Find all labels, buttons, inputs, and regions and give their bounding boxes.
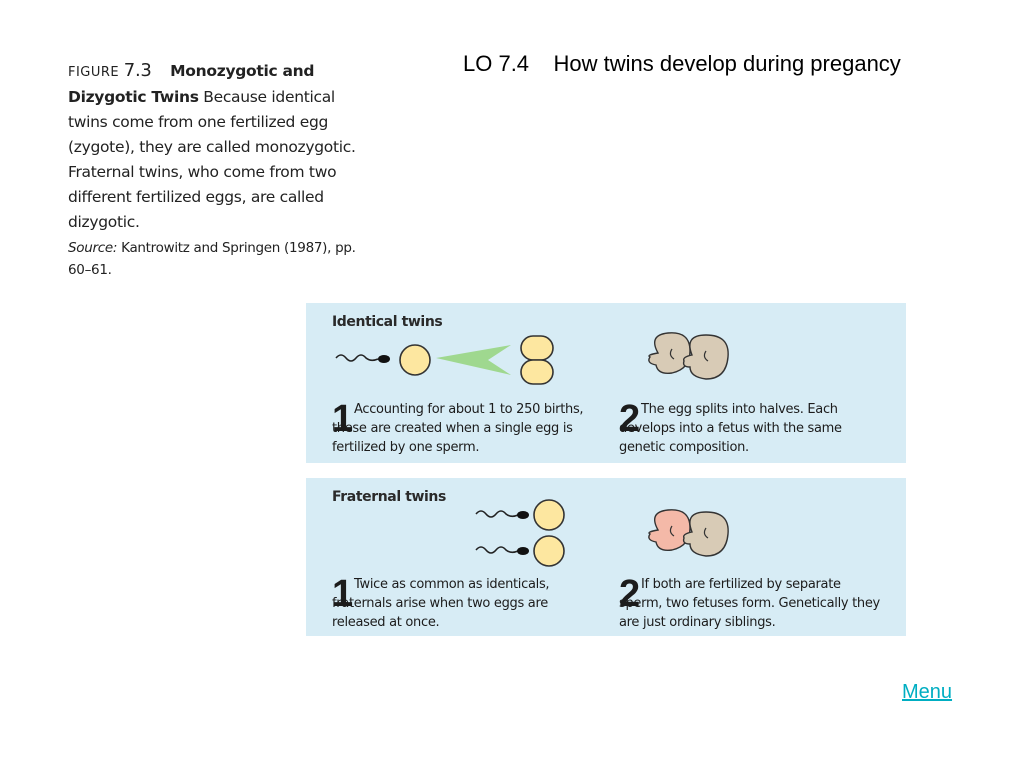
- step-number: 2: [619, 398, 641, 440]
- figure-body: Because identical twins come from one fe…: [68, 88, 356, 231]
- twin-fetuses-icon: [648, 509, 729, 557]
- sperm-icon: [475, 546, 529, 555]
- identical-twins-panel: Identical twins 1 Accounting for about 1…: [306, 303, 906, 463]
- menu-link[interactable]: Menu: [902, 681, 953, 703]
- sperm-icon: [335, 354, 390, 363]
- step-number: 1: [332, 573, 354, 615]
- figure-label: FIGURE: [68, 65, 120, 80]
- sperm-icon: [475, 510, 529, 519]
- step-number: 1: [332, 398, 354, 440]
- slide-title: LO 7.4 How twins develop during pregancy: [463, 51, 901, 76]
- step-text: Accounting for about 1 to 250 births, th…: [332, 402, 584, 455]
- source-label: Source:: [68, 240, 118, 256]
- split-arrow-icon: [436, 345, 511, 375]
- figure-source: Source: Kantrowitz and Springen (1987), …: [68, 237, 373, 281]
- step-number: 2: [619, 573, 641, 615]
- fraternal-heading: Fraternal twins: [332, 489, 446, 505]
- identical-heading: Identical twins: [332, 314, 443, 330]
- figure-caption: FIGURE 7.3 Monozygotic and Dizygotic Twi…: [68, 58, 373, 281]
- step-text: If both are fertilized by separate sperm…: [619, 577, 880, 630]
- split-egg-icon: [520, 335, 554, 385]
- twin-fetuses-icon: [648, 332, 729, 380]
- fraternal-twins-panel: Fraternal twins 1 Twice as common as ide…: [306, 478, 906, 636]
- fraternal-twins-illustration: [475, 499, 729, 567]
- egg-icon: [399, 344, 431, 376]
- figure-title: Monozygotic and Dizygotic Twins: [68, 62, 315, 106]
- figure-number: 7.3: [123, 60, 152, 81]
- egg-icon: [533, 535, 565, 567]
- source-text: Kantrowitz and Springen (1987), pp. 60–6…: [68, 240, 356, 278]
- identical-twins-illustration: [335, 332, 729, 385]
- egg-icon: [533, 499, 565, 531]
- step-text: Twice as common as identicals, fraternal…: [332, 577, 550, 630]
- step-text: The egg splits into halves. Each develop…: [619, 402, 842, 455]
